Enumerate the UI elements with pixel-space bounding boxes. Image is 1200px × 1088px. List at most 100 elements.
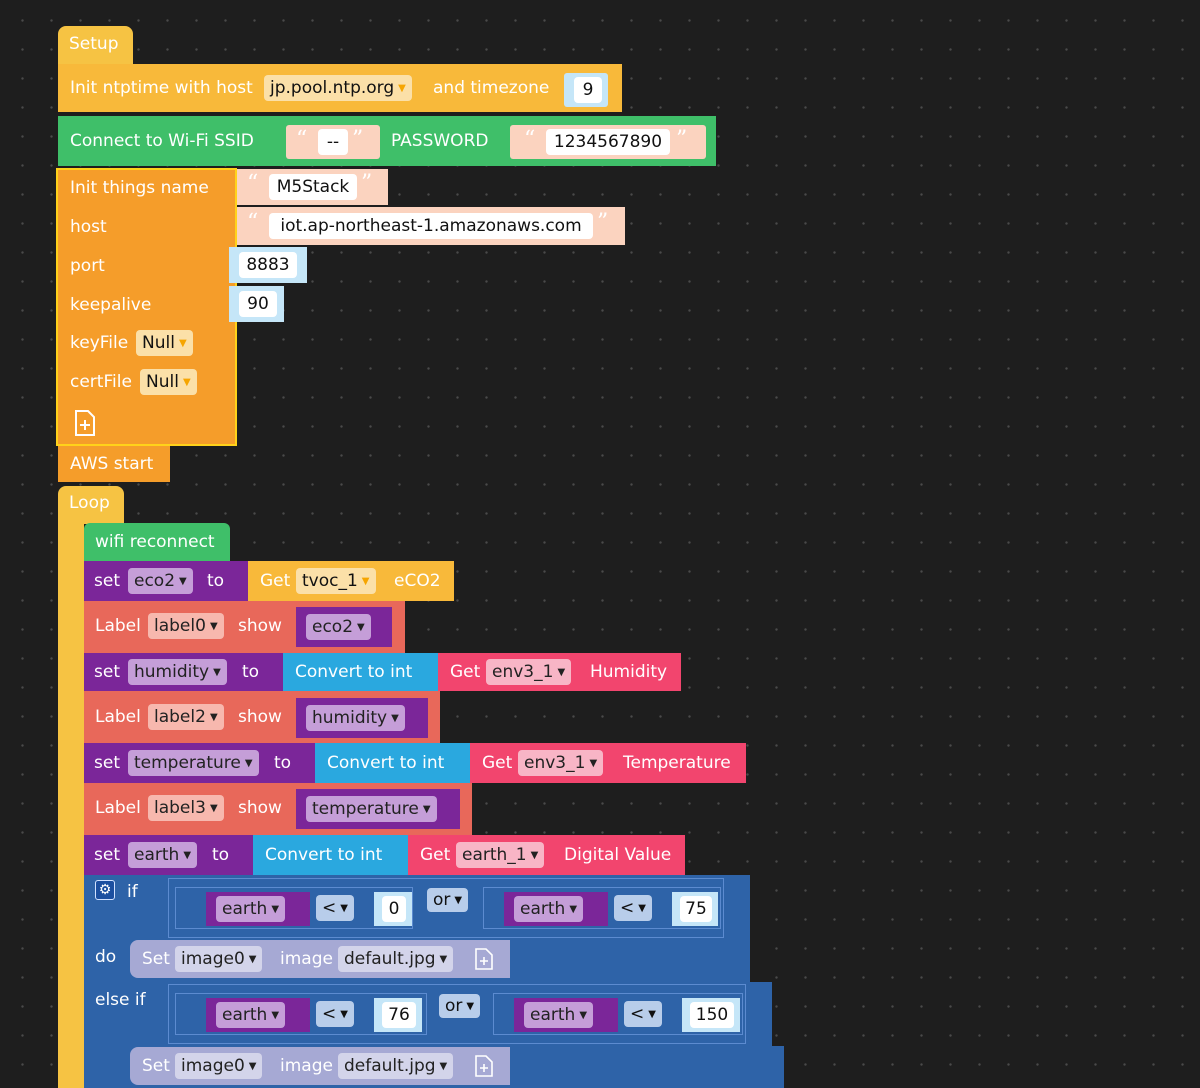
wifi-connect-block[interactable]: Connect to Wi-Fi SSID “ -- ” PASSWORD “ …	[58, 116, 716, 166]
number-75-field[interactable]: 75	[680, 896, 712, 922]
earth-var-dropdown[interactable]: earth▼	[216, 1002, 286, 1028]
image-file-dropdown[interactable]: default.jpg▼	[338, 1053, 454, 1079]
wifi-reconnect-block[interactable]: wifi reconnect	[84, 523, 230, 561]
temperature-get-dropdown[interactable]: temperature▼	[306, 796, 437, 822]
compare-earth-lt-150[interactable]: earth▼ <▼ 150	[493, 993, 743, 1035]
keyfile-dropdown[interactable]: Null▼	[136, 330, 193, 356]
dropdown-arrow-icon: ▼	[569, 904, 578, 915]
humidity-var-dropdown[interactable]: humidity▼	[128, 659, 227, 685]
set-image-block-1[interactable]: Set image0▼ image default.jpg▼	[130, 940, 510, 978]
lt-operator-dropdown[interactable]: <▼	[316, 895, 354, 921]
port-field[interactable]: 8883	[239, 252, 297, 278]
get-env3-temperature-block[interactable]: Get env3_1▼ Temperature	[470, 743, 746, 783]
set-eco2-block[interactable]: set eco2▼ to	[84, 561, 256, 601]
keepalive-field[interactable]: 90	[239, 291, 277, 317]
eco2-get-dropdown[interactable]: eco2▼	[306, 614, 371, 640]
aws-host-field[interactable]: iot.ap-northeast-1.amazonaws.com	[269, 213, 593, 239]
humidity-get-dropdown[interactable]: humidity▼	[306, 705, 405, 731]
convert-humidity-block[interactable]: Convert to int	[283, 653, 443, 691]
number-150-field[interactable]: 150	[690, 1002, 734, 1028]
dropdown-arrow-icon: ▼	[340, 1009, 348, 1020]
label2-dropdown[interactable]: label2▼	[148, 704, 224, 730]
number-76-field[interactable]: 76	[382, 1002, 416, 1028]
compare-earth-lt-0[interactable]: earth▼ <▼ 0	[175, 887, 413, 929]
earth-var-dropdown[interactable]: earth▼	[128, 842, 198, 868]
dropdown-arrow-icon: ▼	[530, 850, 539, 861]
lt-operator-dropdown[interactable]: <▼	[316, 1001, 354, 1027]
image0-dropdown[interactable]: image0▼	[175, 1053, 263, 1079]
label3-dropdown[interactable]: label3▼	[148, 795, 224, 821]
convert-temperature-block[interactable]: Convert to int	[315, 743, 475, 783]
get-env3-humidity-block[interactable]: Get env3_1▼ Humidity	[438, 653, 681, 691]
add-file-icon[interactable]	[74, 410, 96, 436]
label0-block[interactable]: Label label0▼ show eco2▼	[84, 601, 405, 653]
ssid-string-block[interactable]: “ -- ”	[286, 125, 380, 159]
earth-var-get[interactable]: earth▼	[514, 998, 618, 1032]
earth-var-dropdown[interactable]: earth▼	[524, 1002, 594, 1028]
eco2-var-dropdown[interactable]: eco2▼	[128, 568, 193, 594]
compare-earth-lt-75[interactable]: earth▼ <▼ 75	[483, 887, 721, 929]
number-76-block[interactable]: 76	[374, 998, 422, 1032]
password-string-block[interactable]: “ 1234567890 ”	[510, 125, 706, 159]
number-0-block[interactable]: 0	[374, 892, 412, 926]
thing-name-field[interactable]: M5Stack	[269, 174, 357, 200]
image0-dropdown[interactable]: image0▼	[175, 946, 263, 972]
convert-earth-block[interactable]: Convert to int	[253, 835, 413, 875]
if-settings-gear-icon[interactable]: ⚙	[95, 880, 115, 900]
set-earth-block[interactable]: set earth▼ to	[84, 835, 254, 875]
label3-block[interactable]: Label label3▼ show temperature▼	[84, 783, 472, 835]
label2-block[interactable]: Label label2▼ show humidity▼	[84, 691, 440, 743]
number-0-field[interactable]: 0	[382, 896, 406, 922]
eco2-var-get-block[interactable]: eco2▼	[296, 607, 392, 647]
aws-start-block[interactable]: AWS start	[58, 446, 170, 482]
or-operator-dropdown[interactable]: or▼	[439, 994, 481, 1018]
compare-earth-lt-76[interactable]: earth▼ <▼ 76	[175, 993, 427, 1035]
aws-host-string-block[interactable]: “ iot.ap-northeast-1.amazonaws.com ”	[237, 207, 625, 245]
set-temperature-block[interactable]: set temperature▼ to	[84, 743, 316, 783]
or-condition-2[interactable]: earth▼ <▼ 76 or▼ earth▼ <▼ 150	[168, 984, 746, 1044]
aws-init-block[interactable]: Init things name host port keepalive key…	[56, 168, 237, 446]
tvoc-sensor-dropdown[interactable]: tvoc_1▼	[296, 568, 376, 594]
earth-var-get[interactable]: earth▼	[504, 892, 608, 926]
env3-humidity-sensor-dropdown[interactable]: env3_1▼	[486, 659, 572, 685]
setup-hat[interactable]: Setup	[58, 26, 133, 64]
ntp-tz-field[interactable]: 9	[574, 77, 602, 103]
temperature-var-get-block[interactable]: temperature▼	[296, 789, 460, 829]
ntp-tz-value: 9	[582, 80, 594, 100]
number-75-block[interactable]: 75	[672, 892, 718, 926]
earth-var-dropdown[interactable]: earth▼	[216, 896, 286, 922]
thing-name-string-block[interactable]: “ M5Stack ”	[237, 169, 388, 205]
label0-dropdown[interactable]: label0▼	[148, 613, 224, 639]
env3-temperature-sensor-dropdown[interactable]: env3_1▼	[518, 750, 604, 776]
temperature-prop-label: Temperature	[623, 753, 731, 773]
add-file-icon[interactable]	[475, 1055, 493, 1077]
ssid-field[interactable]: --	[318, 129, 348, 155]
loop-hat[interactable]: Loop	[58, 486, 124, 524]
ntp-host-dropdown[interactable]: jp.pool.ntp.org▼	[264, 75, 412, 101]
certfile-dropdown[interactable]: Null▼	[140, 369, 197, 395]
lt-operator-dropdown[interactable]: <▼	[614, 895, 652, 921]
humidity-var-get-block[interactable]: humidity▼	[296, 698, 428, 738]
image-file-dropdown[interactable]: default.jpg▼	[338, 946, 454, 972]
earth-sensor-dropdown[interactable]: earth_1▼	[456, 842, 545, 868]
ntp-init-block[interactable]: Init ntptime with host jp.pool.ntp.org▼ …	[58, 64, 622, 112]
earth-var-dropdown[interactable]: earth▼	[514, 896, 584, 922]
earth-var-get[interactable]: earth▼	[206, 998, 310, 1032]
set-image-block-2[interactable]: Set image0▼ image default.jpg▼	[130, 1047, 510, 1085]
keepalive-number-block[interactable]: 90	[229, 286, 284, 322]
or-operator-dropdown[interactable]: or▼	[427, 888, 469, 912]
label-keyword: Label	[95, 616, 141, 636]
get-earth-block[interactable]: Get earth_1▼ Digital Value	[408, 835, 685, 875]
or-condition-1[interactable]: earth▼ <▼ 0 or▼ earth▼ <▼ 75	[168, 878, 724, 938]
number-150-block[interactable]: 150	[682, 998, 740, 1032]
get-tvoc-block[interactable]: Get tvoc_1▼ eCO2	[248, 561, 454, 601]
temperature-var-dropdown[interactable]: temperature▼	[128, 750, 259, 776]
password-field[interactable]: 1234567890	[546, 129, 670, 155]
lt-operator-dropdown[interactable]: <▼	[624, 1001, 662, 1027]
dropdown-arrow-icon: ▼	[244, 758, 253, 769]
earth-var-get[interactable]: earth▼	[206, 892, 310, 926]
port-number-block[interactable]: 8883	[229, 247, 307, 283]
number-75-value: 75	[685, 899, 707, 919]
set-humidity-block[interactable]: set humidity▼ to	[84, 653, 284, 691]
add-file-icon[interactable]	[475, 948, 493, 970]
